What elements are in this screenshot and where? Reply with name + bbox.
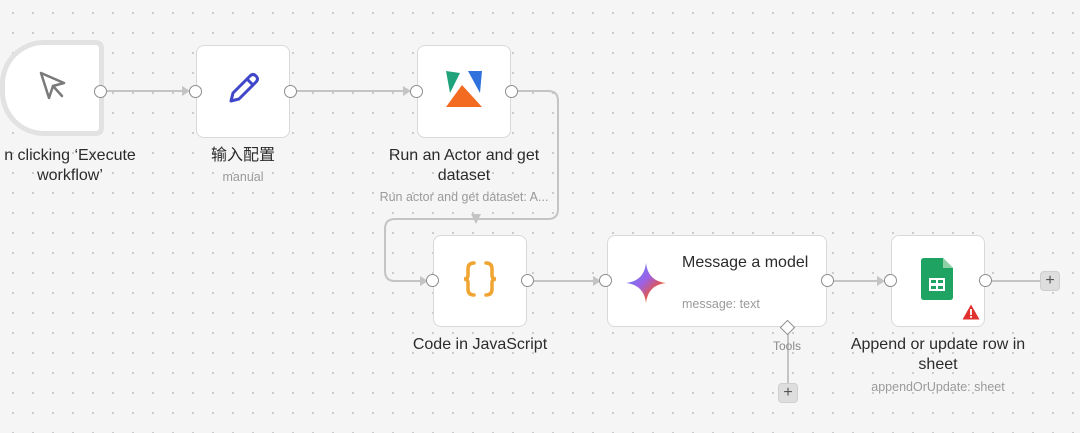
trigger-output-port[interactable] xyxy=(94,85,107,98)
sheets-node-title: Append or update row in sheet xyxy=(850,336,1026,373)
apify-logo-icon xyxy=(442,67,486,116)
gemini-input-port[interactable] xyxy=(599,274,612,287)
warning-icon[interactable] xyxy=(962,304,980,325)
pencil-icon xyxy=(223,69,263,114)
google-sheets-node[interactable] xyxy=(891,235,985,327)
apify-input-port[interactable] xyxy=(410,85,423,98)
apify-node-subtitle: Run actor and get dataset: A... xyxy=(379,190,549,204)
gemini-output-port[interactable] xyxy=(821,274,834,287)
code-node[interactable] xyxy=(433,235,527,327)
code-input-port[interactable] xyxy=(426,274,439,287)
trigger-node-title: n clicking ‘Execute workflow’ xyxy=(4,147,136,184)
apify-node-title: Run an Actor and get dataset xyxy=(388,147,540,184)
gemini-node-subtitle: message: text xyxy=(682,297,760,311)
config-output-port[interactable] xyxy=(284,85,297,98)
add-node-button[interactable]: + xyxy=(1040,271,1060,291)
sheets-node-subtitle: appendOrUpdate: sheet xyxy=(871,380,1005,394)
curly-braces-icon xyxy=(458,257,502,306)
sheets-input-port[interactable] xyxy=(884,274,897,287)
config-node-title: 输入配置 xyxy=(210,147,275,164)
cursor-icon xyxy=(34,68,70,109)
tools-label: Tools xyxy=(773,339,802,353)
apify-output-port[interactable] xyxy=(505,85,518,98)
config-input-port[interactable] xyxy=(189,85,202,98)
manual-trigger-node[interactable] xyxy=(0,40,104,136)
google-sheets-icon xyxy=(921,257,955,305)
sheets-output-port[interactable] xyxy=(979,274,992,287)
config-node-subtitle: manual xyxy=(222,170,264,184)
gemini-node-title: Message a model xyxy=(682,254,809,271)
config-node[interactable] xyxy=(196,45,290,138)
code-output-port[interactable] xyxy=(521,274,534,287)
code-node-title: Code in JavaScript xyxy=(412,336,548,353)
add-tool-button[interactable]: + xyxy=(778,383,798,403)
gemini-node[interactable]: Message a model message: text xyxy=(607,235,827,327)
gemini-sparkle-icon xyxy=(625,262,667,309)
apify-node[interactable] xyxy=(417,45,511,138)
